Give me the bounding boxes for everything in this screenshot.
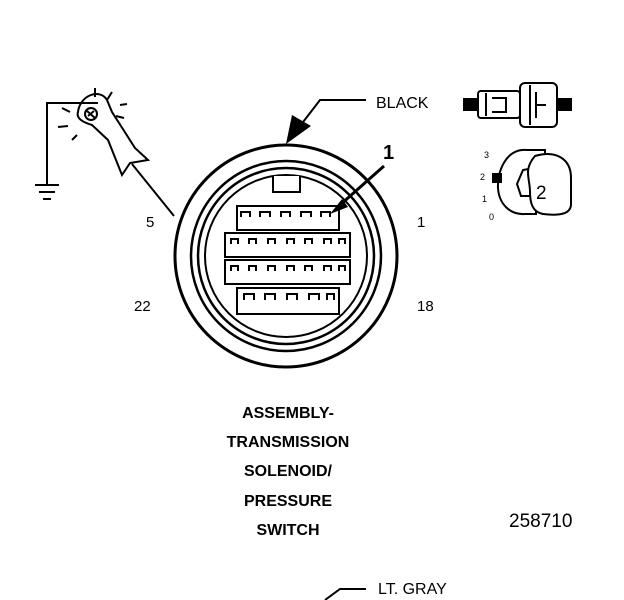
position-0-label: 0 [489,212,494,222]
test-probe-icon [35,88,175,217]
black-color-label: BLACK [376,95,429,112]
position-2-label: 2 [480,172,485,182]
pin-18-label: 18 [417,298,434,315]
terminal-row-3 [224,259,351,285]
svg-text:PRESSURE: PRESSURE [244,493,332,510]
svg-text:TRANSMISSION: TRANSMISSION [227,434,350,451]
lt-gray-color-label: LT. GRAY [378,581,447,598]
pin-1-label: 1 [417,214,425,231]
figure-number: 258710 [509,511,572,532]
svg-text:SWITCH: SWITCH [256,522,319,539]
svg-text:SOLENOID/: SOLENOID/ [244,463,333,480]
pin-1-callout-arrow [330,164,385,214]
callout-2-label: 2 [536,183,547,204]
terminal-row-2 [224,232,351,258]
pin-22-label: 22 [134,298,151,315]
connector-housing [173,143,399,369]
position-1-label: 1 [482,194,487,204]
callout-1-label: 1 [383,142,394,164]
connector-keyway [272,176,301,193]
svg-text:ASSEMBLY-: ASSEMBLY- [242,405,334,422]
terminal-row-1 [236,205,340,231]
lt-gray-color-leader [324,588,366,600]
terminal-row-4 [236,287,340,315]
terminal-rows [224,205,351,315]
mating-connector-icon [463,82,572,128]
component-caption: ASSEMBLY- TRANSMISSION SOLENOID/ PRESSUR… [227,405,350,539]
position-3-label: 3 [484,150,489,160]
pin-5-label: 5 [146,214,154,231]
black-color-leader [286,99,366,144]
position-lock-icon [492,148,572,216]
